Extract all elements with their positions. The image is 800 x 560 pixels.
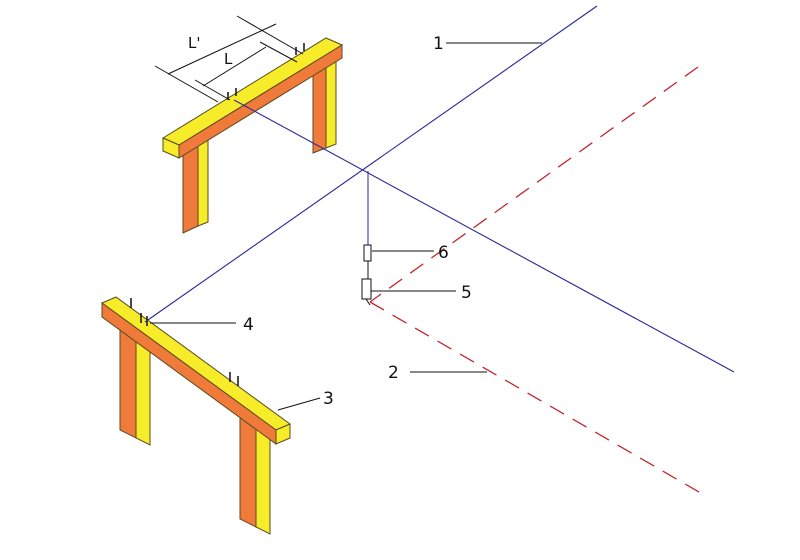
callout-label-3: 3 <box>323 389 334 409</box>
dashed-line-2-lower <box>369 301 707 497</box>
callout-label-5: 5 <box>461 283 472 303</box>
leader-3 <box>277 397 321 411</box>
plumb-weight-lower <box>361 278 372 300</box>
string-lines <box>144 5 735 373</box>
callout-label-6: 6 <box>438 243 449 263</box>
dimension-extension-outer <box>154 65 219 103</box>
callout-label-1: 1 <box>433 34 444 54</box>
plumb-tip <box>365 298 371 306</box>
string-line-cross <box>233 99 735 373</box>
back-crossbar-end <box>162 137 180 159</box>
plumb-weight-upper <box>363 244 372 262</box>
dimension-extension-right <box>236 15 304 55</box>
front-crossbar-end <box>275 423 291 445</box>
dashed-line-2 <box>369 66 699 303</box>
callout-label-4: 4 <box>243 315 254 335</box>
string-line-1 <box>144 5 598 323</box>
callout-label-2: 2 <box>388 363 399 383</box>
dimension-extension-right-inner <box>259 41 298 63</box>
back-left-post-side <box>197 133 209 227</box>
plumb-bob <box>361 171 372 306</box>
dimension-extension-inner <box>194 79 231 101</box>
dimension-line-outer <box>167 23 277 75</box>
dimension-line-inner <box>202 46 267 87</box>
leader-lines <box>150 42 542 411</box>
dimension-lines <box>154 15 304 103</box>
back-batter-board <box>161 37 344 234</box>
dimension-label-outer: L' <box>188 34 200 52</box>
front-batter-board <box>100 296 292 535</box>
dimension-label-inner: L <box>224 50 233 68</box>
